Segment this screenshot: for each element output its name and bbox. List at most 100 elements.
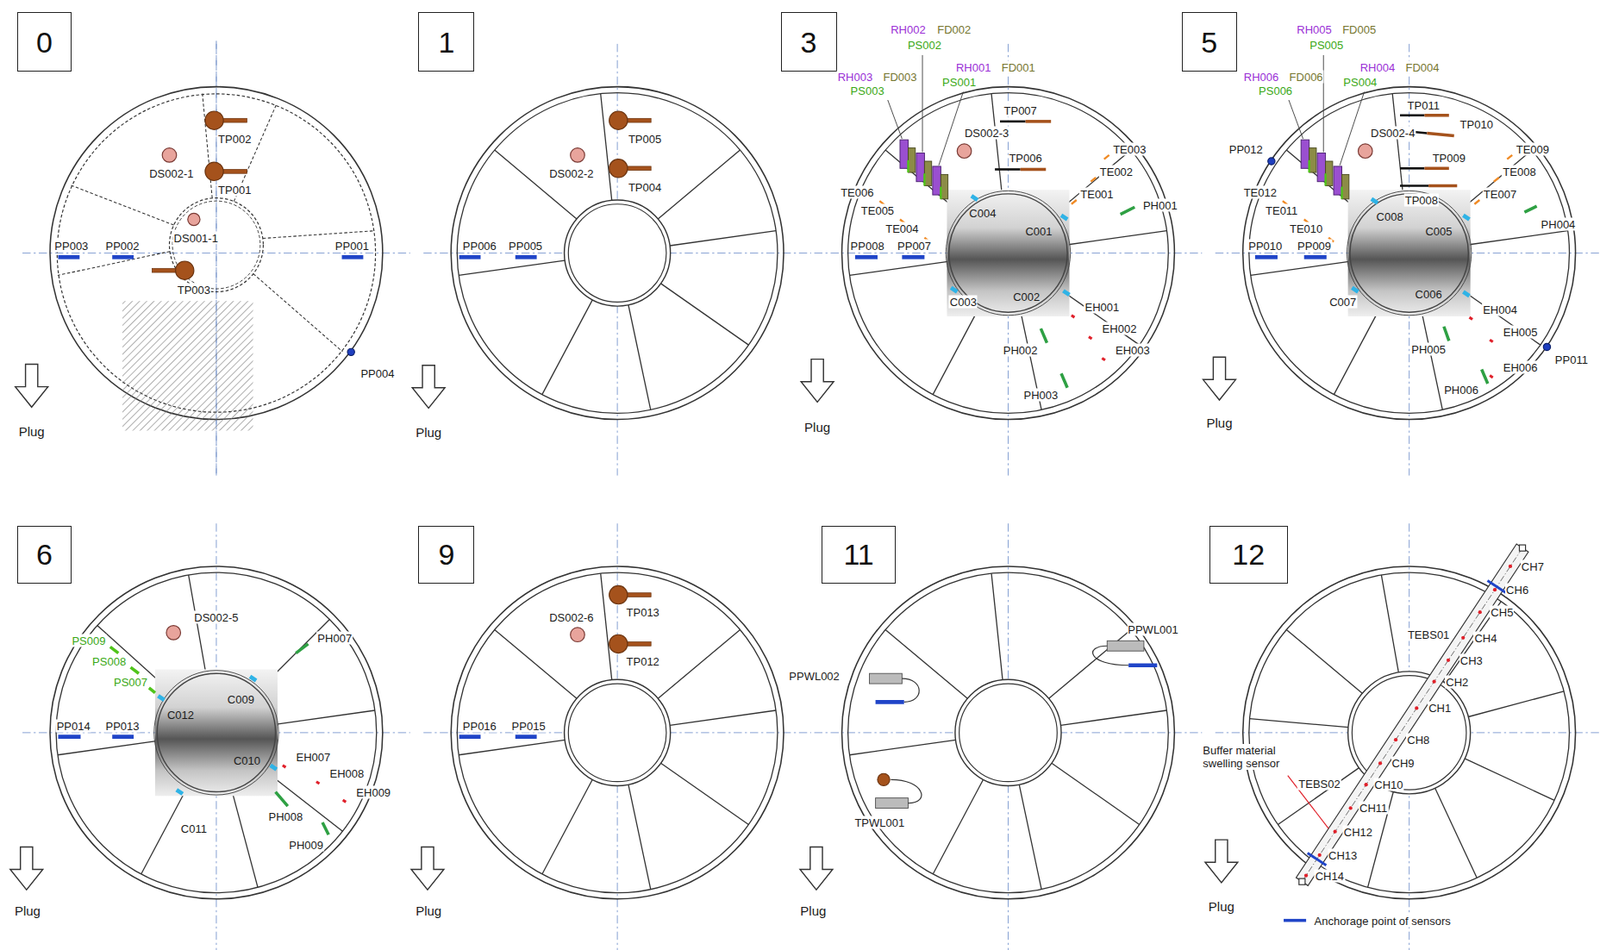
outer-wall <box>1243 87 1576 420</box>
cylinder-outline <box>1350 193 1469 313</box>
container-sensor <box>270 765 277 770</box>
ps-sensor <box>110 646 119 653</box>
inner-ring <box>172 200 261 289</box>
sensor-label: TE008 <box>1501 164 1537 178</box>
plug-arrow <box>10 846 44 890</box>
total-pressure-cell <box>205 111 224 130</box>
anchorage-point <box>1487 580 1507 593</box>
pressure-rod <box>151 268 176 273</box>
sector-line <box>657 629 740 699</box>
sensor-label: EH003 <box>1114 343 1151 357</box>
strain-sensor <box>282 765 287 768</box>
fd-sensor <box>940 174 948 199</box>
sensor-dot <box>1318 853 1322 857</box>
direction-label: Plug <box>13 902 42 918</box>
legend-text: Anchorage point of sensors <box>1314 913 1451 927</box>
pore-pressure-point <box>1268 157 1275 165</box>
displacement-sensor <box>187 212 200 225</box>
sensor-dot <box>1378 761 1382 765</box>
sensor-rod <box>1020 168 1047 172</box>
pore-pressure-sensor <box>1304 255 1327 260</box>
pressure-rod <box>626 642 651 647</box>
outer-wall <box>842 566 1175 900</box>
sector-line <box>202 93 213 198</box>
sensor-label: C002 <box>1012 290 1041 304</box>
pore-pressure-sensor <box>875 700 905 705</box>
sensor-label: FD006 <box>1288 69 1325 83</box>
sensor-label: PS004 <box>1342 75 1378 88</box>
sector-line <box>542 300 593 395</box>
ps-sensor <box>906 160 909 173</box>
legend-sample <box>1283 918 1307 923</box>
outer-wall <box>1243 566 1576 900</box>
sensor-label: PP002 <box>105 239 141 253</box>
cable <box>1093 645 1130 665</box>
outer-ring <box>456 93 778 414</box>
sensor-label: PH008 <box>268 809 305 823</box>
sensor-label: RH006 <box>1243 69 1280 83</box>
sensor-label: TE002 <box>1099 164 1134 178</box>
borehole <box>1296 543 1529 886</box>
sensor-label: TEBS02 <box>1297 777 1341 791</box>
sensor-label: PS006 <box>1257 84 1294 98</box>
inner-ring <box>568 204 667 303</box>
sensor-rod <box>994 168 1021 171</box>
sensor-label: PP004 <box>359 367 395 381</box>
sensor-label: RH003 <box>837 69 874 83</box>
displacement-sensor <box>166 625 182 641</box>
sensor-label: C001 <box>1024 224 1053 238</box>
pore-pressure-sensor <box>57 734 81 739</box>
sensor-label: CH8 <box>1406 733 1431 747</box>
sensor-label: PH006 <box>1443 383 1480 397</box>
sensor-label: TE003 <box>1112 142 1147 156</box>
sector-line <box>262 231 375 239</box>
direction-label: Plug <box>803 418 832 434</box>
leader-line <box>922 55 924 152</box>
sector-line <box>1421 311 1443 411</box>
sensor-rod <box>1426 132 1454 136</box>
container-sensor <box>157 695 164 700</box>
humidity-sensor <box>1317 153 1325 182</box>
sensor-label: C011 <box>180 822 208 836</box>
outer-wall <box>450 87 784 420</box>
sensor-label: DS002-3 <box>963 125 1010 139</box>
sensor-label: EH006 <box>1502 361 1539 375</box>
plug-arrow <box>800 359 834 403</box>
sector-line <box>991 573 1003 681</box>
sensor-label: CH4 <box>1473 631 1498 644</box>
panel-number: 11 <box>843 537 874 572</box>
total-pressure-cell <box>205 162 224 181</box>
sensor-label: RH005 <box>1295 23 1332 37</box>
pressure-sensor <box>1061 373 1068 388</box>
panel-number: 12 <box>1231 537 1265 572</box>
sensor-label: PP008 <box>850 239 886 253</box>
sensor-rod <box>1424 167 1449 171</box>
sensor-label: C009 <box>226 692 256 706</box>
pore-pressure-sensor <box>112 734 134 739</box>
steel-cylinder <box>1348 189 1471 317</box>
sensor-dot <box>1349 806 1353 810</box>
sensor-label: C004 <box>968 206 997 220</box>
sector-line <box>57 740 158 755</box>
strain-sensor <box>1489 375 1494 378</box>
outer-ring <box>456 572 778 894</box>
outer-wall <box>50 566 383 900</box>
pressure-rod <box>222 168 247 174</box>
sensor-dot <box>1461 636 1465 640</box>
leader-line <box>887 100 903 139</box>
direction-label: Plug <box>1205 415 1233 431</box>
sensor-dot <box>1508 564 1513 569</box>
sensor-dot <box>1304 873 1308 877</box>
sensor-rod <box>1400 184 1429 188</box>
sensor-label: FD002 <box>936 23 972 37</box>
container-sensor <box>1062 290 1069 295</box>
sensor-label: PP006 <box>462 239 498 253</box>
sector-line <box>932 779 983 875</box>
pore-pressure-sensor <box>459 734 482 739</box>
sensor-label: CH11 <box>1358 801 1388 815</box>
container-sensor <box>971 195 978 200</box>
sensor-label: CH14 <box>1314 868 1345 882</box>
sensor-label: PS008 <box>91 655 127 669</box>
inner-ring <box>959 683 1058 782</box>
